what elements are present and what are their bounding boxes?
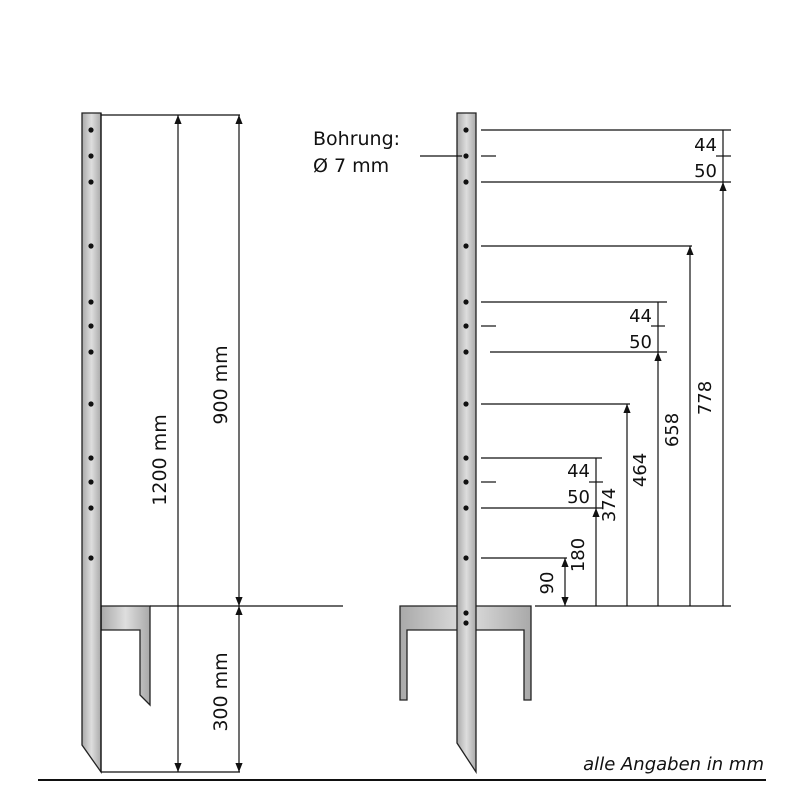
spacing-top-50: 50 bbox=[694, 161, 717, 182]
footer-note: alle Angaben in mm bbox=[583, 754, 764, 775]
right-post-holes bbox=[463, 127, 469, 626]
dim-total-label: 1200 mm bbox=[149, 414, 171, 505]
height-658-label: 658 bbox=[662, 413, 683, 447]
height-464-label: 464 bbox=[630, 453, 651, 487]
hole-label-line1: Bohrung: bbox=[313, 128, 400, 150]
hole-label-line2: Ø 7 mm bbox=[313, 155, 389, 177]
height-374-label: 374 bbox=[599, 488, 620, 522]
spacing-low-44: 44 bbox=[567, 461, 590, 482]
height-90-label: 90 bbox=[537, 572, 558, 595]
left-post-holes bbox=[88, 127, 94, 561]
dim-above-ground-label: 900 mm bbox=[210, 345, 232, 424]
spacing-mid-44: 44 bbox=[629, 306, 652, 327]
right-post bbox=[456, 112, 477, 775]
spacing-top-44: 44 bbox=[694, 135, 717, 156]
right-bracket bbox=[399, 605, 532, 701]
right-post-drawing: Bohrung: Ø 7 mm bbox=[313, 112, 731, 775]
dim-below-ground-label: 300 mm bbox=[210, 652, 232, 731]
spacing-mid-50: 50 bbox=[629, 332, 652, 353]
height-778-label: 778 bbox=[695, 381, 716, 415]
right-dimension-lines bbox=[481, 129, 731, 607]
left-dimension-lines bbox=[101, 114, 343, 773]
spacing-low-50: 50 bbox=[567, 487, 590, 508]
left-post bbox=[81, 112, 102, 775]
left-bracket bbox=[100, 605, 151, 707]
height-180-label: 180 bbox=[568, 538, 589, 572]
left-post-drawing: 1200 mm 900 mm 300 mm bbox=[81, 112, 343, 775]
